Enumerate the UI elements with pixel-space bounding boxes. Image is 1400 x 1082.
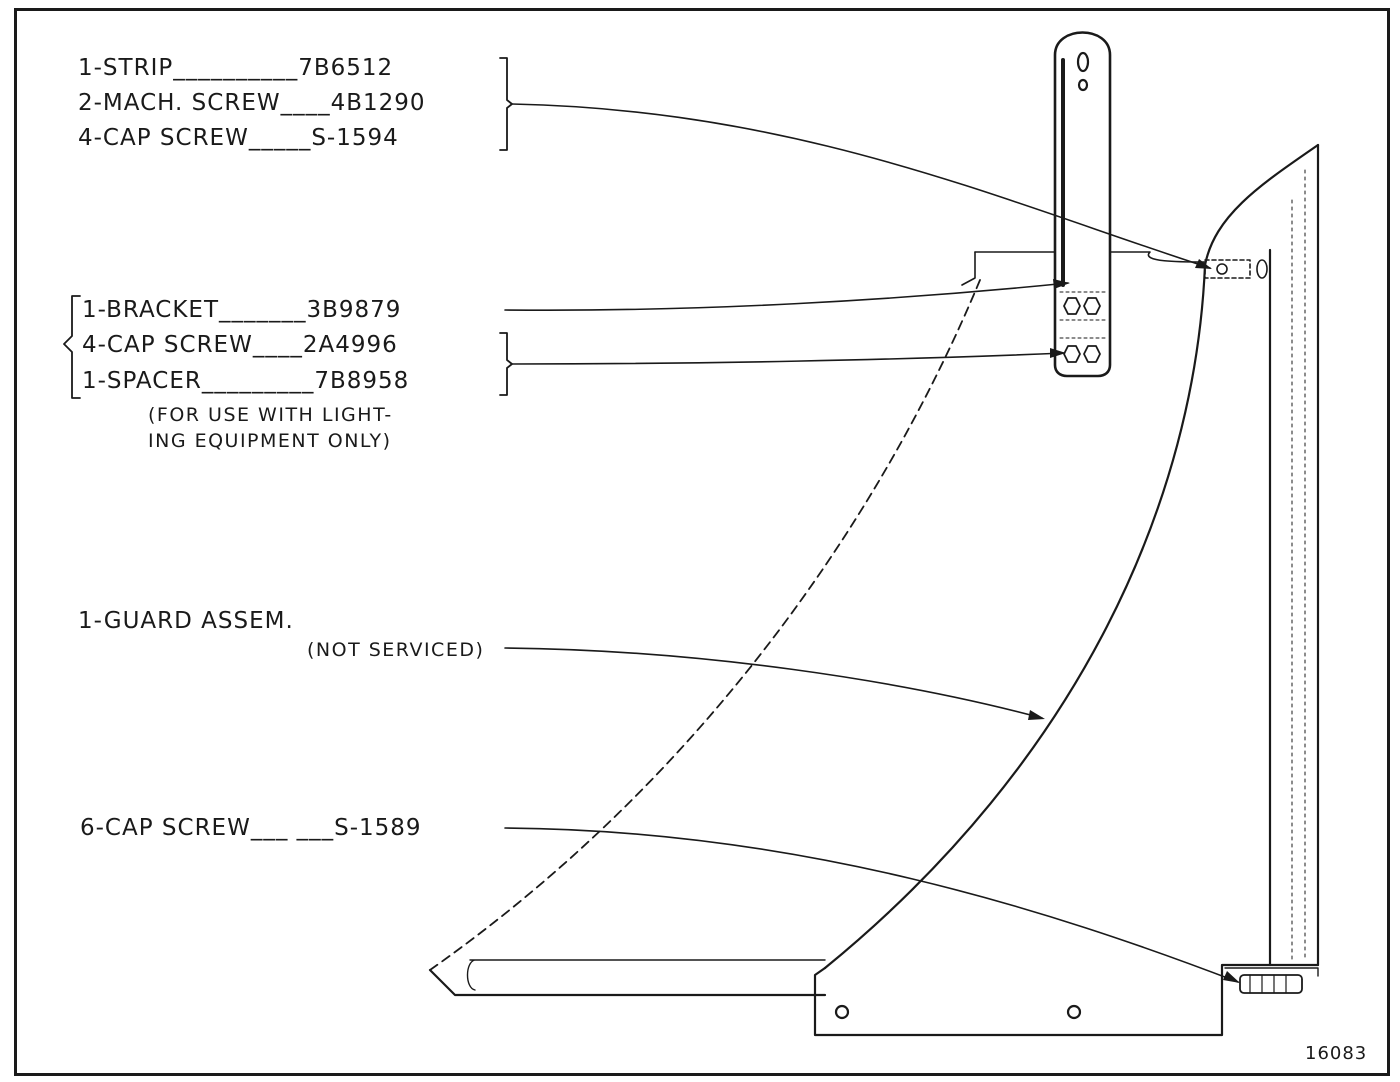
leader-cap-screw: [511, 352, 1065, 365]
leader-bracket: [504, 282, 1069, 312]
callout-strip: 1-STRIP__________7B6512: [78, 55, 394, 81]
perforated-side-panel: [1268, 143, 1320, 967]
callout-cap-screw-s1589: 6-CAP SCREW___ ___S-1589: [80, 815, 422, 841]
mounting-plate: [813, 963, 1272, 1037]
machine-screw: [1204, 259, 1268, 279]
drawing-border: [14, 8, 1390, 1076]
leader-arrowheads: [1028, 259, 1240, 983]
callout-cap-screw-s1594: 4-CAP SCREW_____S-1594: [78, 125, 399, 151]
guard-front-edge: [429, 279, 981, 971]
callout-spacer: 1-SPACER_________7B8958: [82, 368, 410, 394]
lighting-note-line-2: ING EQUIPMENT ONLY): [148, 430, 392, 452]
guard-top-line: [974, 251, 1206, 263]
strip: [1053, 31, 1112, 378]
lighting-note-line-1: (FOR USE WITH LIGHT-: [148, 404, 393, 426]
leader-mach-screw: [511, 103, 1211, 269]
guard-rear-edge: [823, 263, 1207, 970]
callout-mach-screw: 2-MACH. SCREW____4B1290: [78, 90, 426, 116]
guard-top-flare: [1203, 143, 1320, 267]
brace-strip-group: [499, 57, 513, 151]
leader-bottom-screw: [504, 827, 1239, 983]
brace-screw-spacer: [499, 332, 513, 396]
bottom-cap-screws: [1224, 967, 1319, 994]
callout-bracket: 1-BRACKET_______3B9879: [82, 297, 402, 323]
callout-cap-screw-2a4996: 4-CAP SCREW____2A4996: [82, 332, 398, 358]
guard-runner: [428, 959, 827, 997]
figure-number: 16083: [1305, 1043, 1368, 1064]
bracket-cap-screws: [1063, 297, 1101, 363]
leader-guard: [504, 647, 1043, 719]
brace-bracket-group: [63, 295, 81, 399]
callout-guard-assembly: 1-GUARD ASSEM.: [78, 608, 294, 634]
guard-note: (NOT SERVICED): [307, 639, 485, 661]
